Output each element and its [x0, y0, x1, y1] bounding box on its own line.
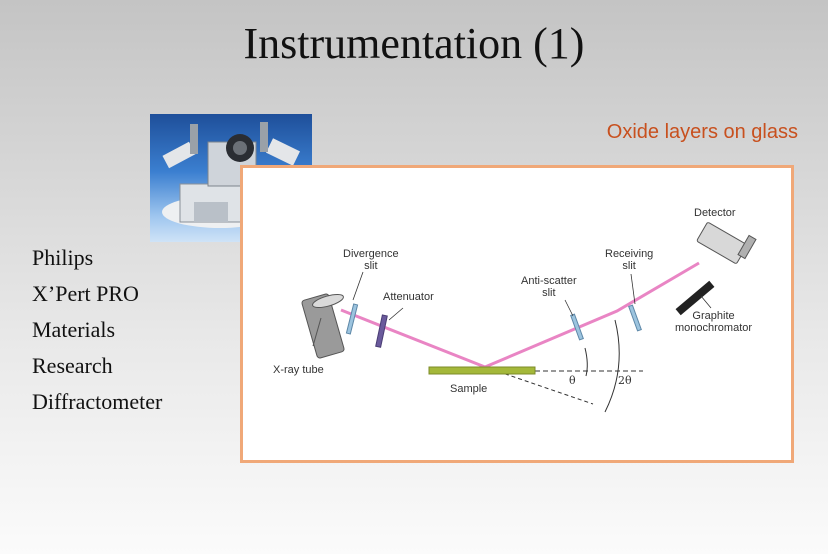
divergence-slit: [345, 303, 359, 335]
diffracted-beam: [484, 261, 700, 369]
anti-scatter-slit-label-line: slit: [542, 287, 556, 299]
graphite-monochromator: [675, 280, 715, 316]
divergence-slit-label-line: slit: [364, 260, 378, 272]
attenuator-plate: [375, 314, 388, 348]
two-theta-arc: [604, 319, 620, 413]
attenuator-label: Attenuator: [383, 291, 434, 303]
detector-icon: [696, 222, 757, 264]
slide-subtitle: Oxide layers on glass: [606, 121, 798, 143]
sample-plate: [428, 366, 536, 375]
receiving-leader: [630, 273, 636, 305]
xray-tube-icon: [301, 293, 345, 359]
theta-arc: [584, 347, 588, 377]
receiving-slit-label-line: Receiving: [605, 248, 654, 260]
attenuator-leader: [388, 307, 404, 321]
receiving-slit: [628, 304, 642, 332]
beam-extension-line: [484, 366, 594, 405]
divergence-slit-label-line: Divergence: [343, 248, 399, 260]
sample-label: Sample: [450, 383, 488, 395]
two-theta-label: 2θ: [618, 374, 632, 387]
receiving-slit-label: Receiving slit: [605, 248, 653, 272]
instrument-description: Philips X’Pert PRO Materials Research Di…: [32, 240, 162, 420]
incident-beam: [340, 308, 486, 369]
theta-label: θ: [569, 374, 576, 387]
anti-scatter-leader: [564, 299, 574, 317]
anti-scatter-slit-label-line: Anti-scatter: [521, 275, 577, 287]
description-line: Philips: [32, 245, 94, 270]
xray-tube-label: X-ray tube: [273, 364, 324, 376]
description-line: Diffractometer: [32, 389, 163, 414]
description-line: Research: [32, 353, 113, 378]
divergence-slit-label: Divergence slit: [343, 248, 399, 272]
description-line: X’Pert PRO: [32, 281, 139, 306]
divergence-leader: [352, 271, 364, 301]
graphite-monochromator-label-line: monochromator: [675, 322, 753, 334]
receiving-slit-label-line: slit: [622, 260, 636, 272]
diffractometer-diagram: Detector Divergence slit Receiving slit …: [240, 165, 794, 463]
graphite-leader: [700, 295, 712, 309]
graphite-monochromator-label-line: Graphite: [692, 310, 735, 322]
anti-scatter-slit-label: Anti-scatter slit: [521, 275, 577, 299]
diagram-drawing: [301, 222, 757, 413]
description-line: Materials: [32, 317, 116, 342]
detector-label: Detector: [694, 207, 736, 219]
graphite-monochromator-label: Graphite monochromator: [675, 310, 752, 334]
slide-title: Instrumentation (1): [243, 19, 585, 68]
